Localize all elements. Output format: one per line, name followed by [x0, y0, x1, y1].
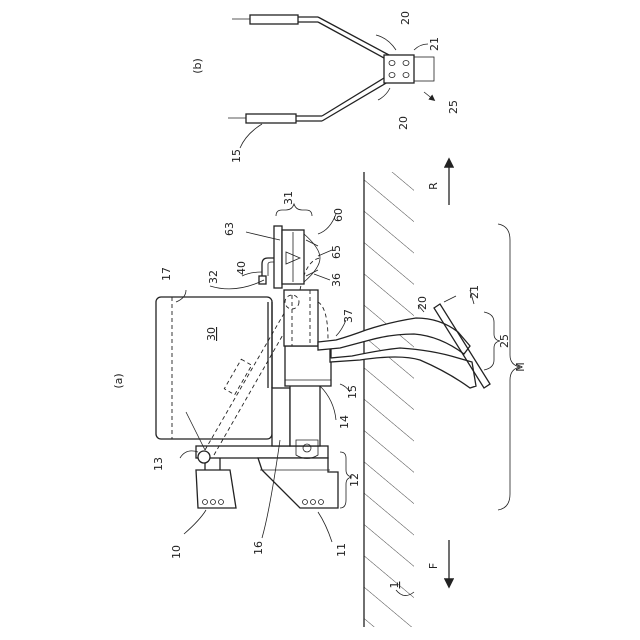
ref-63: 63 [223, 222, 236, 236]
tank-body [156, 297, 272, 439]
ref-36: 36 [330, 273, 343, 287]
post-14 [290, 380, 320, 446]
ref-17: 17 [160, 267, 173, 281]
ref-20-lower: 20 [397, 116, 410, 130]
ref-M: M [514, 362, 527, 372]
ref-16: 16 [252, 541, 265, 555]
panel-a-label: (a) [112, 373, 125, 388]
ref-15-side: 15 [346, 385, 359, 399]
ref-25-top: 25 [447, 100, 460, 114]
hitch-bracket [196, 470, 236, 508]
lower-arm-sleeve [246, 114, 296, 123]
panel-a-side-view: R F [112, 160, 527, 627]
panel-b-label: (b) [191, 58, 204, 74]
ref-14: 14 [338, 415, 351, 429]
direction-forward-label: F [427, 563, 440, 569]
ref-60: 60 [332, 208, 345, 222]
ref-21-side: 21 [468, 285, 481, 299]
ref-30: 30 [205, 327, 218, 341]
ref-65: 65 [330, 245, 343, 259]
ref-20-side: 20 [416, 296, 429, 310]
ref-37: 37 [342, 309, 355, 323]
pivot-13 [198, 451, 210, 463]
panel-b-top-view: (b) 20 21 25 20 15 [191, 11, 460, 163]
ref-40: 40 [235, 261, 248, 275]
ref-10: 10 [170, 545, 183, 559]
direction-rear-label: R [427, 182, 440, 190]
assembly-31 [274, 226, 320, 288]
ref-31: 31 [282, 191, 295, 205]
ref-13: 13 [152, 457, 165, 471]
upper-arm-sleeve [250, 15, 298, 24]
ref-15-top: 15 [230, 149, 243, 163]
post-16 [272, 388, 290, 446]
ref-1: 1 [388, 582, 401, 589]
ref-25-side: 25 [498, 334, 511, 348]
ref-11: 11 [335, 543, 348, 557]
column [284, 290, 318, 346]
ref-32: 32 [207, 270, 220, 284]
ref-20-upper: 20 [399, 11, 412, 25]
ref-12: 12 [348, 473, 361, 487]
bracket-plate-top-view [384, 55, 414, 83]
ground-hatching [364, 172, 414, 627]
ref-21-top: 21 [428, 37, 441, 51]
